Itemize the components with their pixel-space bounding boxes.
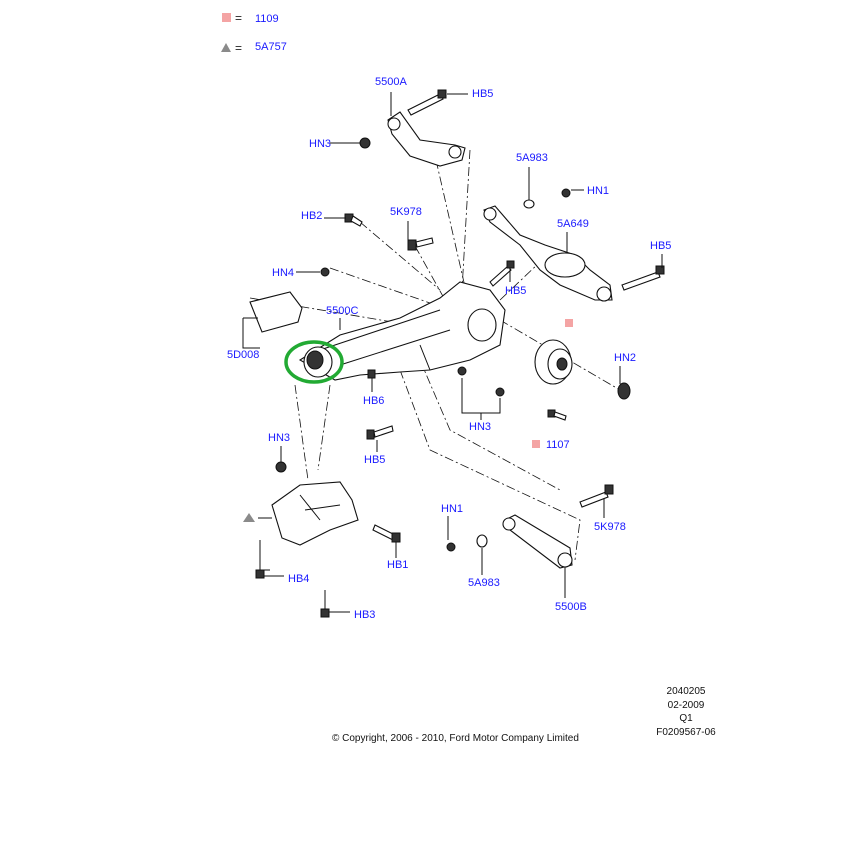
diagram-q: Q1 <box>679 713 693 724</box>
callout-hn3[interactable]: HN3 <box>268 432 290 444</box>
callout-hb6[interactable]: HB6 <box>363 395 384 407</box>
callout-hb5[interactable]: HB5 <box>505 285 526 297</box>
bolt-hb5-right <box>621 265 665 291</box>
callout-hn3[interactable]: HN3 <box>469 421 491 433</box>
washer-5A983-low <box>476 534 488 548</box>
callout-5A649[interactable]: 5A649 <box>557 218 589 230</box>
bolt-5K978-low <box>579 484 614 508</box>
bolt-5K978-top <box>407 237 434 251</box>
triangle-icon <box>221 43 231 52</box>
bolt-hb5-low <box>366 425 394 440</box>
legend-equals: = <box>235 41 242 55</box>
callout-5500C[interactable]: 5500C <box>326 305 358 317</box>
callout-hb4[interactable]: HB4 <box>288 573 309 585</box>
bolt-hb6 <box>367 369 376 379</box>
callout-hb5[interactable]: HB5 <box>650 240 671 252</box>
callout-5D008[interactable]: 5D008 <box>227 349 259 361</box>
highlight-circle <box>284 340 344 384</box>
legend-code-5A757[interactable]: 5A757 <box>255 41 287 53</box>
callout-1107[interactable]: 1107 <box>546 439 570 451</box>
diagram-date: 02-2009 <box>668 700 705 711</box>
callout-hb5[interactable]: HB5 <box>472 88 493 100</box>
bolt-hb1 <box>372 524 401 543</box>
upper-arm-5500A <box>387 111 466 167</box>
callouts: 5500A HB5 HN3 5A983 HN1 HB2 5K978 5A649 … <box>227 76 671 621</box>
bracket-5D008 <box>249 291 303 333</box>
callout-5A983[interactable]: 5A983 <box>468 577 500 589</box>
legend-equals: = <box>235 11 242 25</box>
legend-code-1109[interactable]: 1109 <box>255 13 279 25</box>
toe-link-5500B <box>502 514 573 569</box>
nut-hn2 <box>617 382 631 400</box>
pink-square-icon <box>565 319 573 327</box>
nut-hn4 <box>320 267 330 277</box>
legend: = 1109 = 5A757 <box>221 11 287 55</box>
figure-number: F0209567-06 <box>656 727 716 738</box>
callout-hb1[interactable]: HB1 <box>387 559 408 571</box>
highlighted-bushing <box>284 340 344 384</box>
diagram-code: 2040205 <box>667 686 706 697</box>
callout-hn3[interactable]: HN3 <box>309 138 331 150</box>
bracket-5A757 <box>271 481 359 546</box>
callout-5K978[interactable]: 5K978 <box>390 206 422 218</box>
callout-5A983[interactable]: 5A983 <box>516 152 548 164</box>
nut-hn1-low <box>446 542 456 552</box>
subframe-5500C <box>298 281 506 381</box>
callout-hb2[interactable]: HB2 <box>301 210 322 222</box>
bolt-hb2 <box>344 213 363 227</box>
callout-5500B[interactable]: 5500B <box>555 601 587 613</box>
callout-5500A[interactable]: 5500A <box>375 76 407 88</box>
nut-hn1-top <box>561 188 571 198</box>
callout-hb3[interactable]: HB3 <box>354 609 375 621</box>
bolt-hb5-mid <box>489 260 515 287</box>
bolt-hb3 <box>320 590 330 618</box>
callout-hn2[interactable]: HN2 <box>614 352 636 364</box>
footer: 2040205 02-2009 Q1 F0209567-06 © Copyrig… <box>332 686 716 744</box>
nut-hn3-left <box>275 461 287 473</box>
callout-5K978[interactable]: 5K978 <box>594 521 626 533</box>
copyright: © Copyright, 2006 - 2010, Ford Motor Com… <box>332 733 579 744</box>
triangle-icon <box>243 513 255 522</box>
washer-5A983-top <box>523 199 535 209</box>
nut-hn3-top <box>359 137 371 149</box>
pink-square-icon <box>222 13 231 22</box>
pink-square-icon <box>532 440 540 448</box>
leader-lines <box>242 92 663 613</box>
nuts-hn3-mid <box>457 366 505 397</box>
callout-hn1[interactable]: HN1 <box>441 503 463 515</box>
bolt-hb5-top <box>407 89 447 116</box>
callout-hn4[interactable]: HN4 <box>272 267 294 279</box>
callout-hb5[interactable]: HB5 <box>364 454 385 466</box>
callout-hn1[interactable]: HN1 <box>587 185 609 197</box>
lower-arm-5A649 <box>483 205 613 302</box>
bolt-1107 <box>547 409 567 421</box>
hub-bearing <box>534 339 573 385</box>
